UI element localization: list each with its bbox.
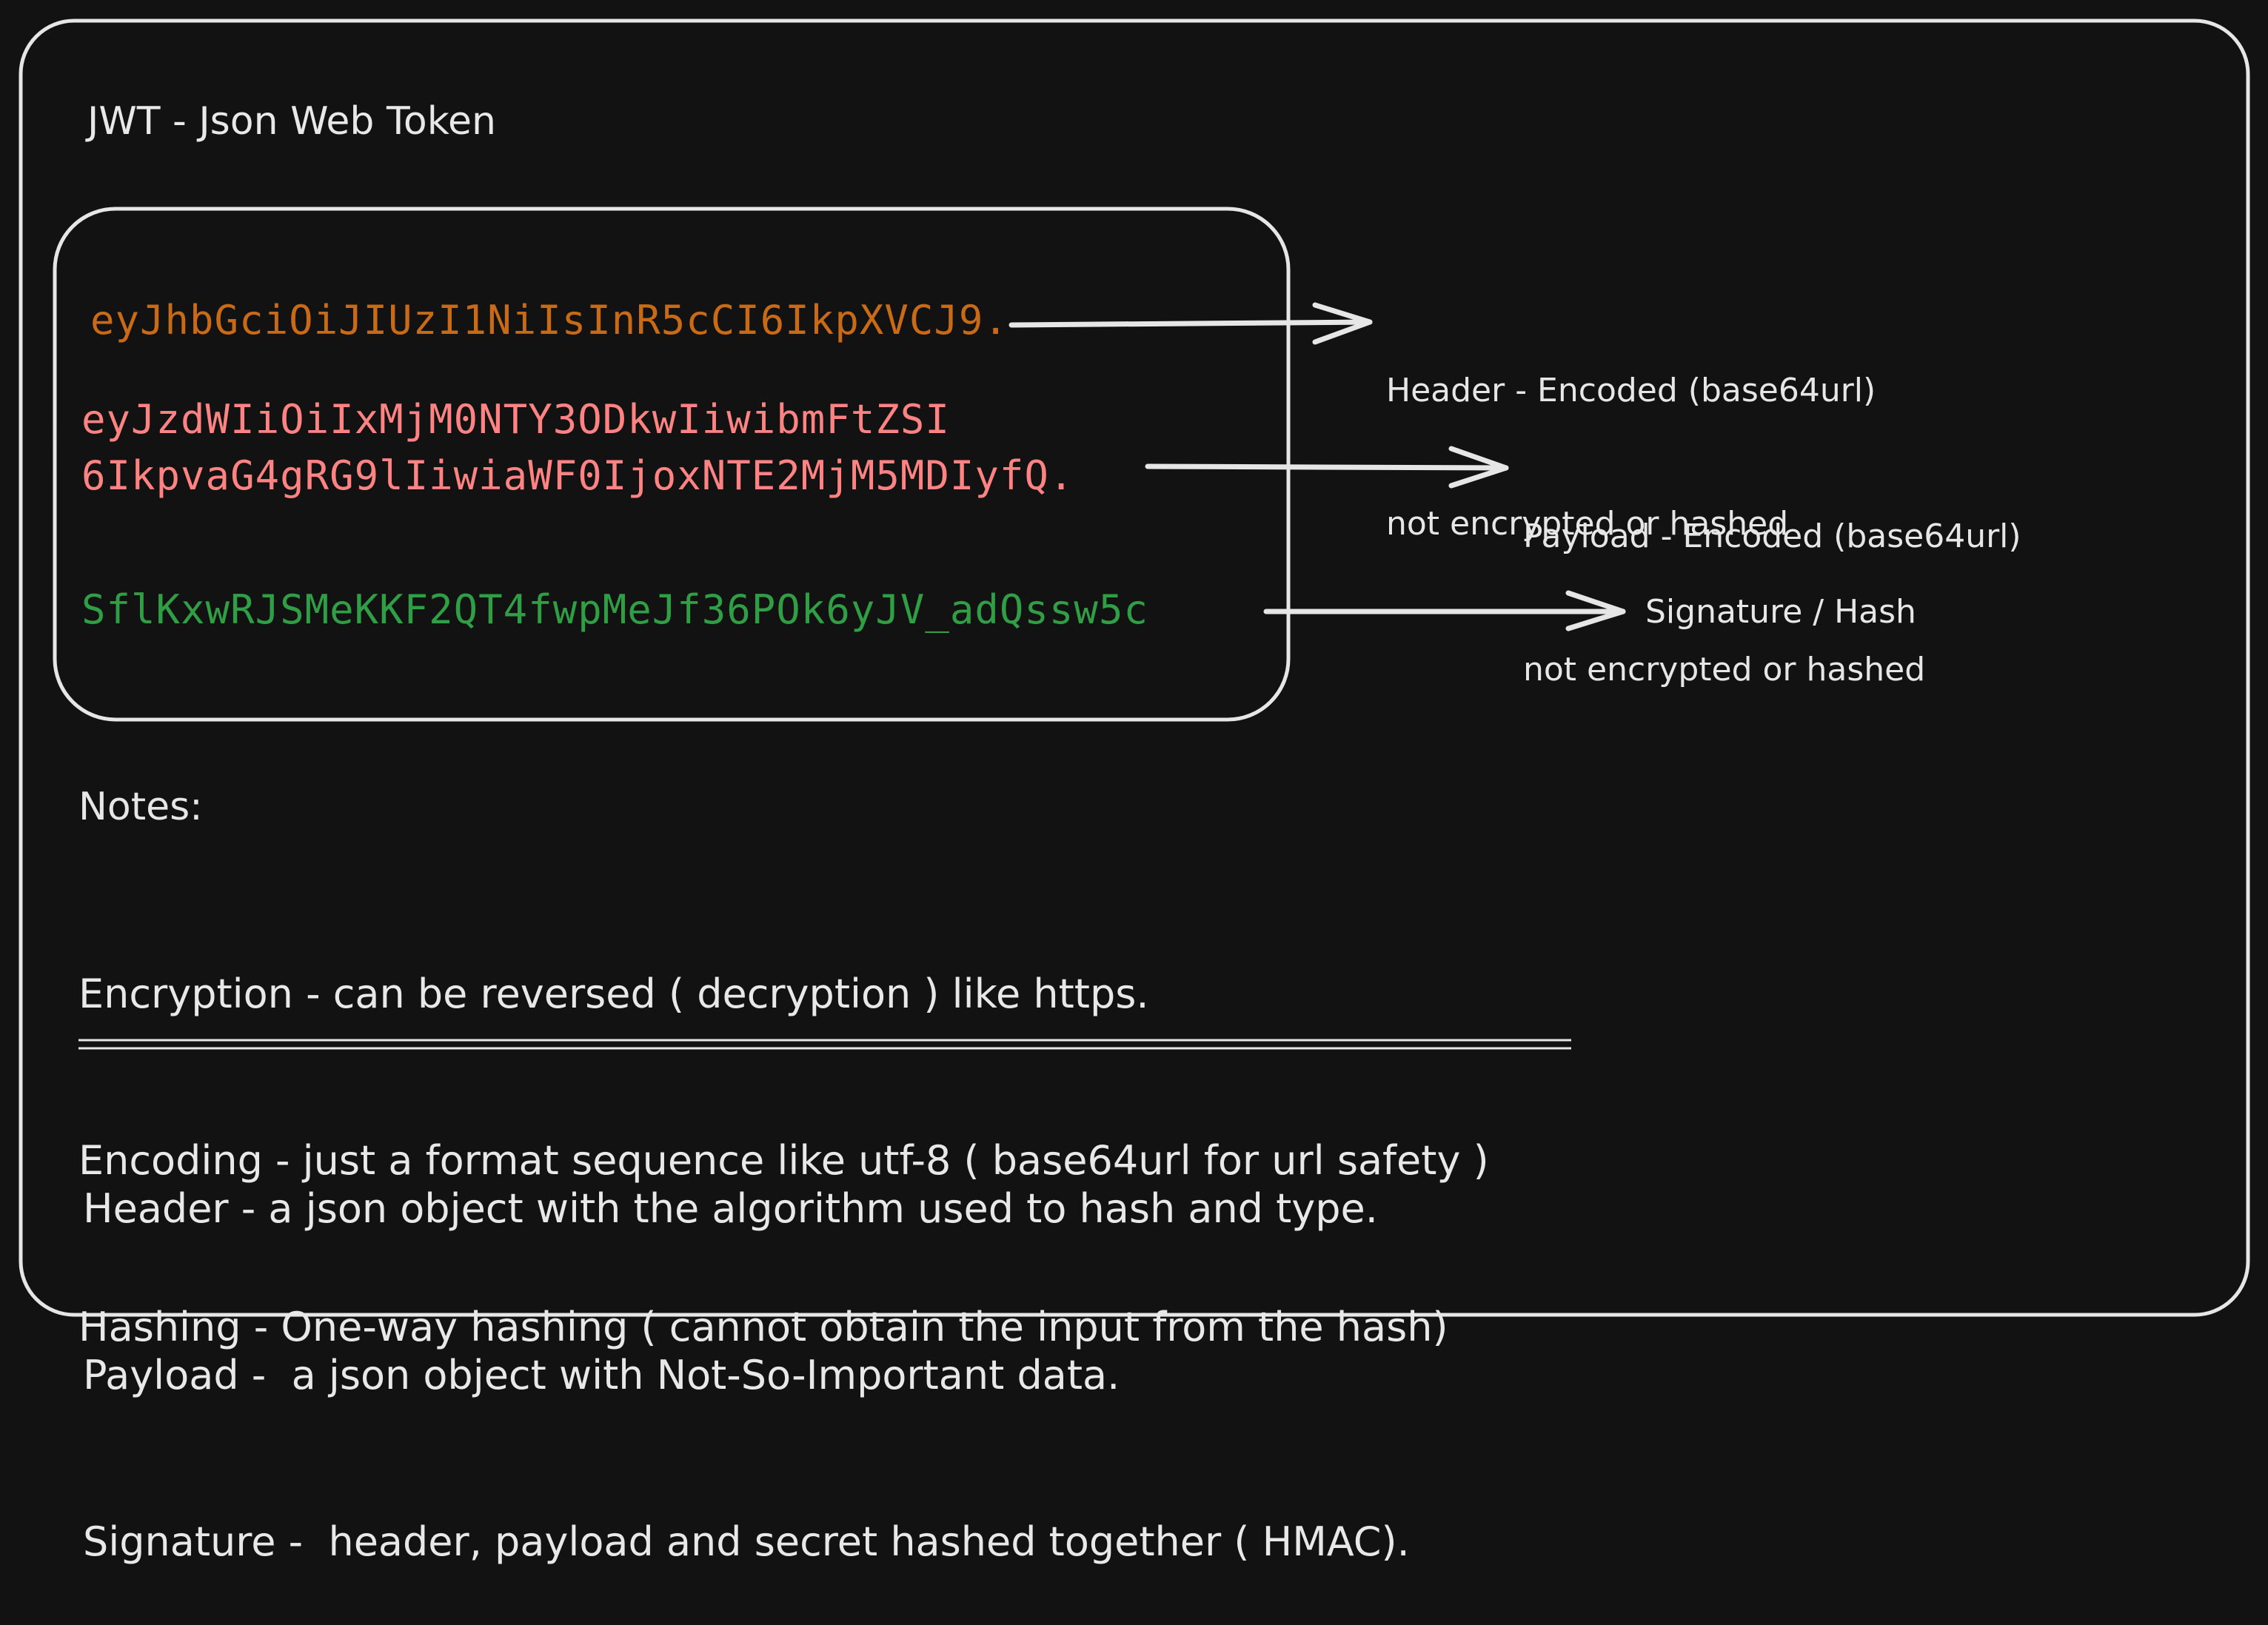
- header-arrow-icon: [1008, 302, 1373, 345]
- payload-label-line1: Payload - Encoded (base64url): [1523, 517, 2021, 555]
- notes-divider: [78, 1039, 1571, 1050]
- note-encoding: Encoding - just a format sequence like u…: [78, 1137, 1489, 1184]
- note-signature-part: Signature - header, payload and secret h…: [83, 1518, 1410, 1565]
- signature-arrow-icon: [1263, 590, 1626, 631]
- token-box: [53, 207, 1291, 722]
- note-header-part: Header - a json object with the algorith…: [83, 1185, 1378, 1232]
- note-payload-part: Payload - a json object with Not-So-Impo…: [83, 1352, 1120, 1398]
- payload-label-line2: not encrypted or hashed: [1523, 651, 1926, 688]
- notes-title: Notes:: [78, 785, 203, 829]
- note-encryption: Encryption - can be reversed ( decryptio…: [78, 971, 1149, 1017]
- diagram-canvas: [19, 19, 2250, 1317]
- header-label-line1: Header - Encoded (base64url): [1386, 372, 1876, 409]
- outer-frame: [19, 19, 2250, 1317]
- payload-arrow-icon: [1145, 446, 1509, 489]
- token-header-segment: eyJhbGciOiJIUzI1NiIsInR5cCI6IkpXVCJ9.: [90, 297, 1008, 344]
- token-payload-segment-line1: eyJzdWIiOiIxMjM0NTY3ODkwIiwibmFtZSI: [81, 396, 950, 443]
- header-label: Header - Encoded (base64url) not encrypt…: [1386, 280, 1876, 591]
- payload-label: Payload - Encoded (base64url) not encryp…: [1523, 426, 2021, 737]
- header-label-line2: not encrypted or hashed: [1386, 505, 1789, 543]
- token-payload-segment-line2: 6IkpvaG4gRG9lIiwiaWF0IjoxNTE2MjM5MDIyfQ.: [81, 452, 1074, 499]
- signature-label: Signature / Hash: [1645, 593, 1916, 631]
- notes-parts: Header - a json object with the algorith…: [83, 1070, 1410, 1625]
- page-title: JWT - Json Web Token: [87, 99, 496, 144]
- token-signature-segment: SflKxwRJSMeKKF2QT4fwpMeJf36POk6yJV_adQss…: [81, 586, 1148, 633]
